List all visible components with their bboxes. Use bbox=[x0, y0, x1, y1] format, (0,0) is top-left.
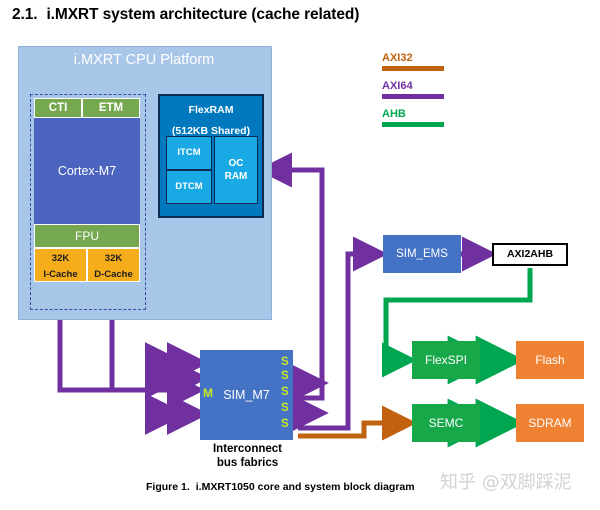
slave-port-label-2: S bbox=[281, 370, 289, 382]
figure-number: Figure 1. bbox=[146, 481, 190, 493]
semc-block[interactable]: SEMC bbox=[412, 404, 480, 442]
slave-port-label-4: S bbox=[281, 402, 289, 414]
legend-item-axi64: AXI64 bbox=[382, 80, 492, 99]
legend-swatch-ahb bbox=[382, 122, 444, 127]
slave-port-label-3: S bbox=[281, 386, 289, 398]
slave-port-label-5: S bbox=[281, 418, 289, 430]
legend-item-ahb: AHB bbox=[382, 108, 492, 127]
bus-left-port-arrows bbox=[144, 342, 209, 435]
flash-block[interactable]: Flash bbox=[516, 341, 584, 379]
fpu-block[interactable]: FPU bbox=[34, 224, 140, 248]
interconnect-caption: Interconnect bus fabrics bbox=[185, 442, 310, 470]
etm-label: ETM bbox=[98, 102, 124, 114]
cti-block[interactable]: CTI bbox=[34, 98, 82, 118]
bus-right-port-arrows bbox=[264, 362, 329, 434]
dtcm-block[interactable]: DTCM bbox=[166, 170, 212, 204]
ocram-label-line2: RAM bbox=[224, 171, 248, 182]
icache-name-label: I-Cache bbox=[43, 269, 78, 280]
slave-port-label-1: S bbox=[281, 356, 289, 368]
sim-m7-block[interactable] bbox=[200, 350, 293, 440]
legend-item-axi32: AXI32 bbox=[382, 52, 492, 71]
sim-m7-label: SIM_M7 bbox=[223, 388, 270, 402]
icache-size-label: 32K bbox=[51, 253, 70, 264]
axi2ahb-block[interactable]: AXI2AHB bbox=[492, 243, 568, 266]
etm-block[interactable]: ETM bbox=[82, 98, 140, 118]
figure-caption: Figure 1. i.MXRT1050 core and system bloc… bbox=[146, 481, 415, 493]
itcm-block[interactable]: ITCM bbox=[166, 136, 212, 170]
dcache-block[interactable]: 32K D-Cache bbox=[87, 248, 140, 282]
cortex-m7-block[interactable]: Cortex-M7 bbox=[34, 118, 140, 224]
legend-swatch-axi64 bbox=[382, 94, 444, 99]
legend-swatch-axi32 bbox=[382, 66, 444, 71]
bus-legend: AXI32 AXI64 AHB bbox=[382, 52, 492, 136]
sdram-label: SDRAM bbox=[528, 416, 572, 430]
flexram-subtitle-label: (512KB Shared) bbox=[171, 125, 251, 137]
section-title: i.MXRT system architecture (cache relate… bbox=[46, 6, 360, 23]
section-number: 2.1. bbox=[12, 6, 38, 23]
master-port-label: M bbox=[203, 386, 213, 400]
sim-ems-label: SIM_EMS bbox=[396, 248, 448, 260]
cpu-platform-title: i.MXRT CPU Platform bbox=[73, 52, 215, 68]
figure-caption-text: i.MXRT1050 core and system block diagram bbox=[195, 481, 415, 493]
cti-label: CTI bbox=[48, 102, 68, 114]
cortex-m7-label: Cortex-M7 bbox=[57, 164, 117, 178]
bus-to-simems-line bbox=[298, 236, 389, 431]
core-subsystem-boundary bbox=[30, 94, 146, 310]
legend-label-ahb: AHB bbox=[382, 108, 406, 120]
bus-to-semc-line bbox=[298, 405, 418, 441]
interconnect-caption-line1: Interconnect bbox=[212, 443, 282, 455]
interconnect-caption-line2: bus fabrics bbox=[216, 457, 279, 469]
flexram-title-label: FlexRAM bbox=[188, 104, 234, 116]
dcache-name-label: D-Cache bbox=[94, 269, 133, 280]
flexspi-label: FlexSPI bbox=[424, 353, 467, 367]
dcache-size-label: 32K bbox=[104, 253, 123, 264]
semc-label: SEMC bbox=[428, 416, 464, 430]
flexspi-block[interactable]: FlexSPI bbox=[412, 341, 480, 379]
legend-label-axi32: AXI32 bbox=[382, 52, 413, 64]
sdram-block[interactable]: SDRAM bbox=[516, 404, 584, 442]
axi2ahb-label: AXI2AHB bbox=[506, 248, 554, 260]
icache-block[interactable]: 32K I-Cache bbox=[34, 248, 87, 282]
dtcm-label: DTCM bbox=[175, 181, 203, 192]
watermark-text: 知乎 @双脚踩泥 bbox=[440, 472, 572, 493]
architecture-diagram: i.MXRT CPU Platform CTI ETM Cortex-M7 FP… bbox=[0, 38, 600, 510]
legend-label-axi64: AXI64 bbox=[382, 80, 413, 92]
flash-label: Flash bbox=[535, 353, 565, 367]
itcm-label: ITCM bbox=[177, 147, 201, 158]
sim-ems-block[interactable]: SIM_EMS bbox=[383, 235, 461, 273]
fpu-label: FPU bbox=[75, 229, 99, 243]
section-heading: 2.1. i.MXRT system architecture (cache re… bbox=[12, 6, 359, 24]
